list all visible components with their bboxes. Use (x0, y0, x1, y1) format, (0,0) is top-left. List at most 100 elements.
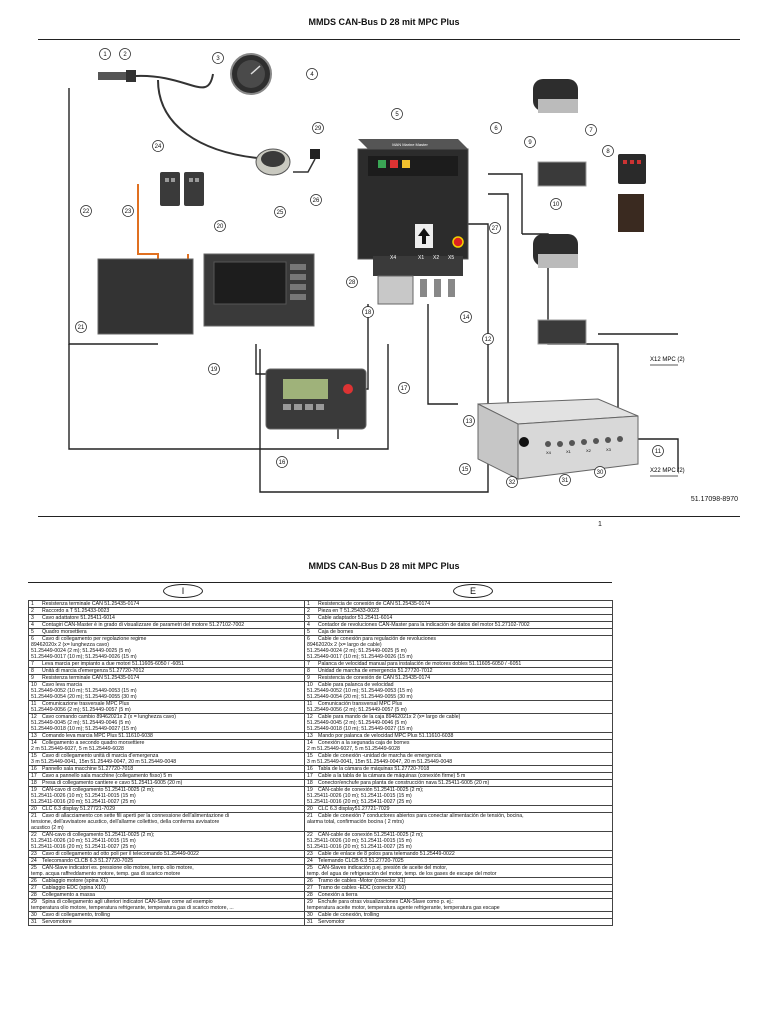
clc-panel-back (97, 258, 194, 335)
item-description: Cable para palanca de velocidad 51.25449… (307, 682, 413, 700)
item-number: 30 (31, 912, 37, 918)
item-number: 29 (31, 899, 37, 906)
item-description: Cablaggio motore (spina X1) (42, 878, 109, 884)
callout-2: 2 (119, 48, 131, 60)
item-description: Cable de conexión 7 conductores abiertos… (307, 813, 524, 826)
svg-text:28: 28 (349, 280, 356, 286)
callout-17: 17 (398, 382, 410, 394)
svg-text:4: 4 (310, 72, 314, 78)
item-number: 19 (307, 787, 313, 794)
cell-italian: 17 Cavo a pannello sala macchine (collega… (28, 772, 305, 780)
item-description: Resistencia de conexión de CAN 51.25435-… (318, 675, 431, 681)
svg-text:26: 26 (313, 198, 320, 204)
svg-text:10: 10 (553, 202, 560, 208)
item-description: CAN-cavo di collegamento 51.25411-0025 (… (31, 832, 155, 850)
x22-mpc-label: X22 MPC (2) (650, 468, 685, 474)
item-number: 27 (307, 885, 313, 891)
callout-31: 31 (559, 474, 571, 486)
header-rule (38, 39, 740, 40)
item-number: 24 (307, 858, 313, 864)
item-number: 6 (307, 636, 310, 643)
item-number: 4 (307, 622, 310, 628)
item-number: 11 (307, 701, 313, 708)
svg-text:6: 6 (494, 126, 498, 132)
emergency-unit (618, 154, 646, 184)
section-rule (28, 582, 612, 583)
item-number: 31 (31, 919, 37, 925)
callout-29: 29 (312, 122, 324, 134)
item-number: 19 (31, 787, 37, 794)
item-number: 5 (307, 629, 310, 635)
item-number: 18 (307, 780, 313, 786)
item-number: 8 (307, 668, 310, 674)
svg-text:31: 31 (562, 478, 569, 484)
svg-text:24: 24 (155, 144, 162, 150)
item-description: Comunicación transversal MPC Plus 51.254… (307, 701, 407, 713)
item-description: Cable para mando de la caja 89462021x 2 … (307, 714, 461, 732)
item-number: 26 (31, 878, 37, 884)
item-number: 9 (307, 675, 310, 681)
item-description: Servomotor (318, 919, 345, 925)
item-description: Telemando CLCB 6.3 51.27720-7025 (318, 858, 404, 864)
item-number: 24 (31, 858, 37, 864)
item-number: 13 (307, 733, 313, 739)
item-description: Collegamento a secondo quadro morsettier… (31, 740, 145, 752)
item-number: 12 (31, 714, 37, 721)
item-description: Contagiri CAN-Master è in grado di visua… (42, 622, 245, 628)
item-description: Cavo di collegamento per regolazione reg… (31, 636, 147, 660)
actuator-1 (537, 161, 587, 187)
item-number: 21 (31, 813, 37, 820)
callout-28: 28 (346, 276, 358, 288)
item-description: Resistencia de conexión de CAN 51.25435-… (318, 601, 431, 607)
item-description: CAN-cable de conexión 51.25411-0025 (2 m… (307, 832, 424, 850)
cable-x22 (638, 438, 679, 472)
item-number: 3 (31, 615, 34, 621)
svg-text:13: 13 (466, 419, 473, 425)
item-number: 17 (31, 773, 37, 779)
emergency-lever (618, 194, 644, 232)
item-description: Telecomando CLCB 6.3 51.27720-7025 (42, 858, 134, 864)
actuator-2 (537, 319, 587, 345)
svg-text:18: 18 (365, 310, 372, 316)
callout-6: 6 (490, 122, 502, 134)
item-number: 22 (31, 832, 37, 839)
item-number: 22 (307, 832, 313, 839)
item-description: CAN-Slaves indicación p.ej. presión de a… (307, 865, 497, 877)
language-italian: I (163, 584, 203, 598)
mpc-control-box (517, 415, 639, 480)
page-number: 1 (598, 521, 602, 528)
terminal-resistor-connector (98, 70, 136, 82)
svg-text:22: 22 (83, 209, 90, 215)
item-number: 8 (31, 668, 34, 674)
table-row: 4 Contagiri CAN-Master è in grado di visu… (28, 621, 613, 629)
item-description: Comando leva marcia MPC Plus 51.11610-60… (42, 733, 153, 739)
item-description: Cable de enlace de 8 polos para telemand… (318, 851, 455, 857)
cable-6 (488, 173, 523, 234)
cable-19 (68, 344, 389, 450)
item-description: Cavo a pannello sala macchine (collegame… (42, 773, 173, 779)
